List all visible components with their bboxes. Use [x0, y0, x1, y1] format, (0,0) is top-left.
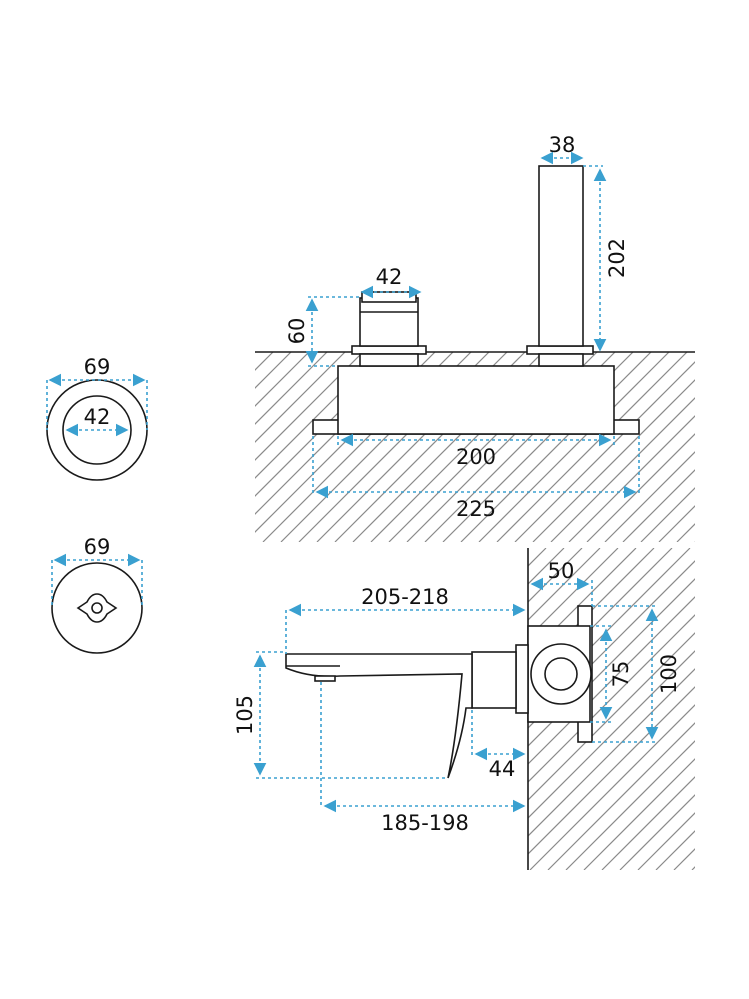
concealed-box — [337, 365, 615, 435]
hatch-line — [514, 361, 695, 542]
hatch-line — [528, 548, 619, 639]
spout-stem — [538, 353, 584, 367]
hatch-line — [622, 469, 695, 542]
label-plate-diameter: 69 — [84, 535, 111, 559]
hatch-line — [478, 352, 670, 542]
hatch-line — [528, 548, 655, 675]
label-box-height: 75 — [609, 661, 633, 688]
hatch-line — [528, 548, 673, 693]
hatch-line — [255, 352, 328, 425]
label-outlet-reach: 185-198 — [381, 811, 469, 835]
label-spout-drop: 105 — [233, 695, 257, 735]
spout-body-side — [285, 653, 473, 779]
handle-base — [351, 345, 427, 355]
hatch-line — [710, 548, 749, 870]
handle-cap — [361, 291, 417, 303]
side-hatch — [528, 548, 749, 870]
spout-neck — [471, 651, 517, 709]
label-handle-gap: 44 — [489, 757, 516, 781]
hatch-line — [255, 352, 346, 443]
label-escutcheon-inner: 42 — [84, 405, 111, 429]
label-handle-width: 42 — [376, 265, 403, 289]
label-escutcheon-outer: 69 — [84, 355, 111, 379]
escutcheon-ring-view: 69 42 — [46, 355, 148, 481]
hatch-line — [547, 722, 695, 870]
label-body-depth: 50 — [548, 559, 575, 583]
hatch-line — [691, 866, 695, 870]
hatch-line — [604, 451, 695, 542]
hatch-line — [550, 397, 695, 542]
hatch-line — [528, 650, 695, 819]
cartridge-inner — [544, 657, 578, 691]
hatch-line — [637, 812, 695, 870]
label-box-length: 200 — [456, 445, 496, 469]
keyhole-center — [91, 602, 103, 614]
hatch-line — [255, 352, 292, 389]
hatch-line — [583, 758, 695, 870]
label-handle-height: 60 — [285, 318, 309, 345]
hatch-line — [568, 415, 695, 542]
hatch-line — [528, 686, 695, 855]
hatch-line — [713, 352, 749, 542]
hatch-line — [694, 541, 695, 542]
hatch-line — [460, 352, 652, 542]
cover-plate-view: 69 — [51, 535, 143, 654]
hatch-line — [731, 352, 749, 542]
spout-body — [538, 165, 584, 347]
spout-base — [526, 345, 594, 355]
hatch-line — [528, 632, 695, 801]
hatch-line — [640, 487, 695, 542]
hatch-line — [528, 548, 601, 621]
hatch-line — [601, 776, 695, 870]
hatch-line — [532, 379, 695, 542]
hatch-line — [586, 433, 695, 542]
hatch-line — [673, 848, 695, 870]
label-spout-reach: 205-218 — [361, 585, 449, 609]
label-spout-height: 202 — [605, 238, 629, 278]
hatch-line — [529, 704, 695, 870]
hatch-line — [658, 505, 695, 542]
side-view: 205-218 185-198 105 44 50 75 100 — [233, 548, 749, 870]
aerator — [314, 675, 336, 682]
handle-body — [359, 297, 419, 347]
hatch-line — [728, 548, 749, 870]
hatch-line — [655, 830, 695, 870]
top-view: 38 202 42 60 200 225 — [255, 133, 749, 542]
label-plate-height: 100 — [657, 654, 681, 694]
spout-mount — [515, 644, 529, 714]
hatch-line — [565, 740, 695, 870]
hatch-line — [619, 794, 695, 870]
handle-stem — [359, 353, 419, 367]
label-spout-width: 38 — [549, 133, 576, 157]
label-plate-length: 225 — [456, 497, 496, 521]
hatch-line — [255, 352, 310, 407]
hatch-line — [255, 352, 364, 461]
hatch-line — [528, 548, 637, 657]
hatch-line — [496, 352, 688, 542]
hatch-line — [528, 614, 695, 783]
